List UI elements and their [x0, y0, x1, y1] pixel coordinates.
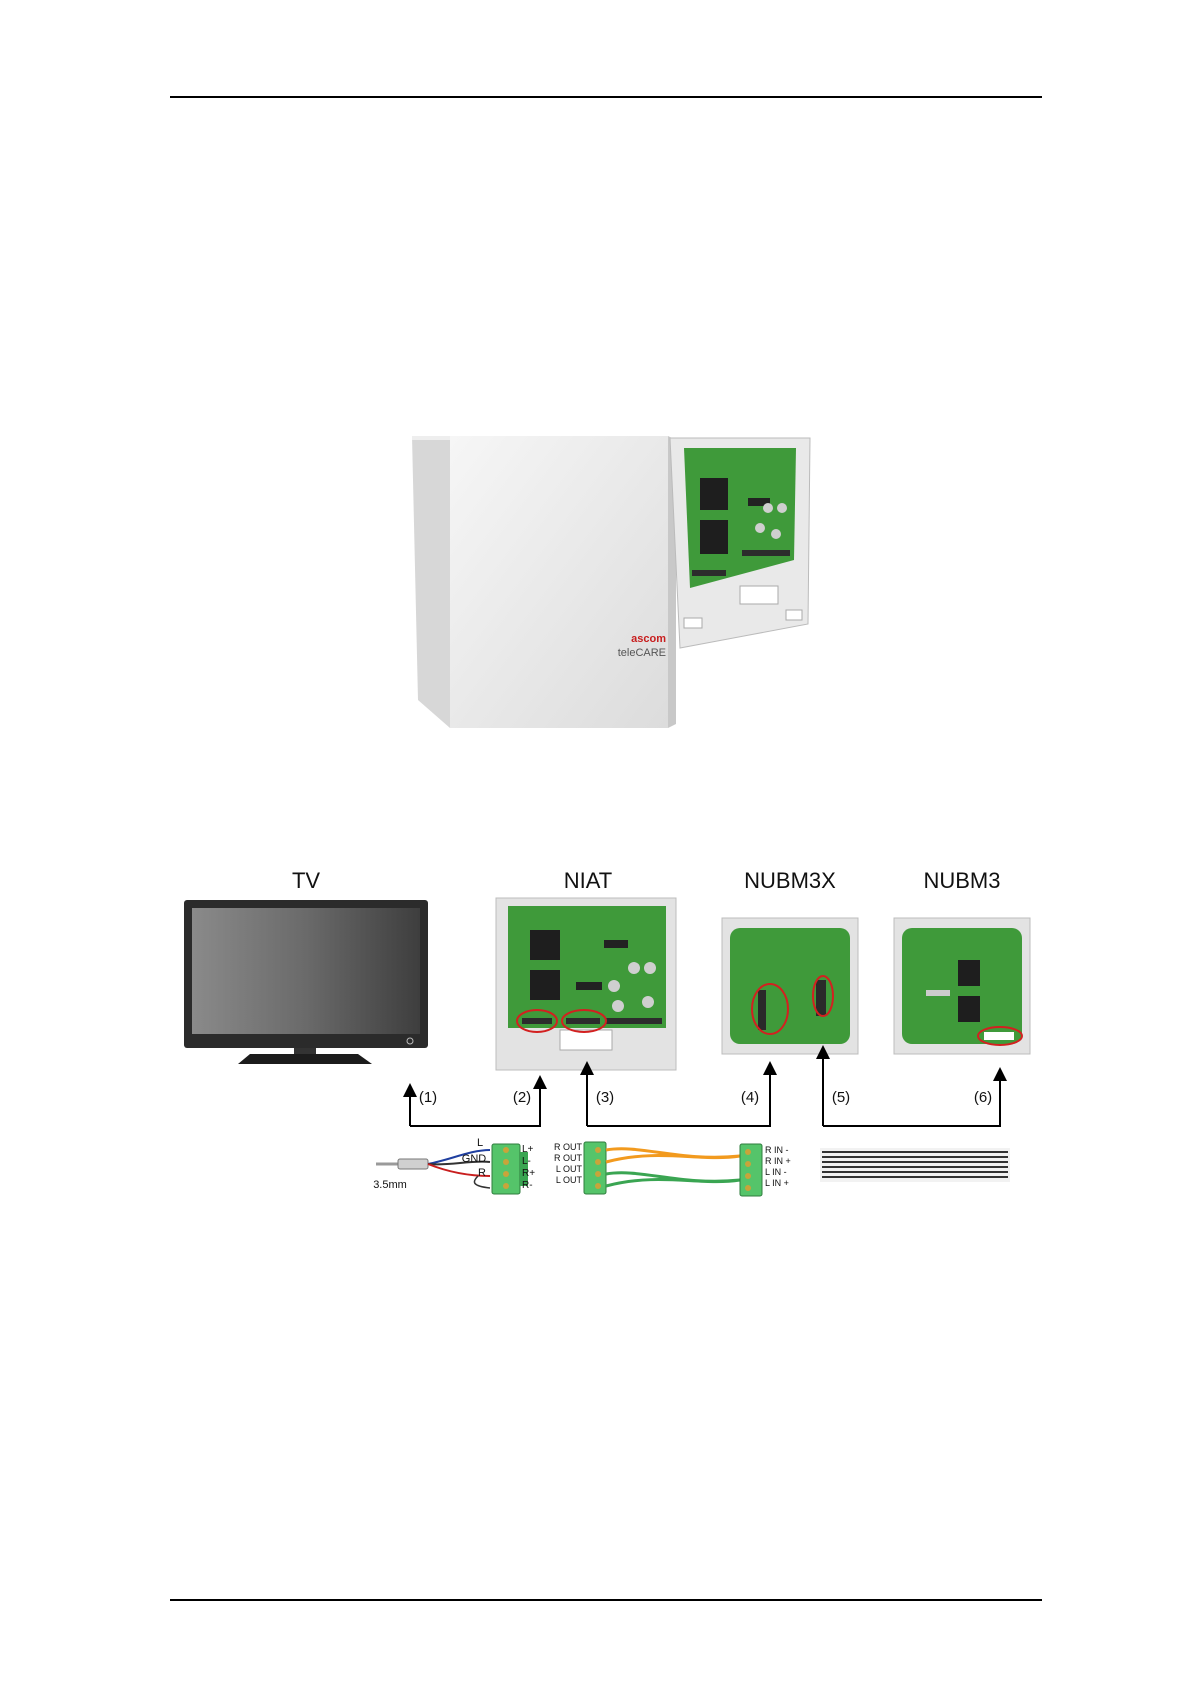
ribbon-cable [820, 1148, 1010, 1182]
connection-number-3: (3) [596, 1089, 614, 1106]
jack-terminal-label: L+ [522, 1144, 534, 1155]
connection-number-6: (6) [974, 1089, 992, 1106]
connection-number-2: (2) [513, 1089, 531, 1106]
nubm3x-title: NUBM3X [744, 868, 836, 893]
tv-title: TV [292, 868, 320, 893]
niat-board [496, 898, 676, 1070]
audio-cable [584, 1142, 762, 1196]
jack-terminal-label: R+ [522, 1168, 535, 1179]
brand-name: teleCARE [618, 647, 666, 659]
closed-enclosure: ascom teleCARE [412, 436, 676, 728]
open-enclosure [670, 438, 810, 648]
audio-out-terminal-label: L OUT [556, 1175, 583, 1185]
jack-wire-l-label: L [477, 1137, 483, 1149]
connection-number-5: (5) [832, 1089, 850, 1106]
jack-wire-gnd-label: GND [462, 1153, 487, 1165]
nubm3-title: NUBM3 [923, 868, 1000, 893]
audio-in-terminal-label: R IN - [765, 1145, 789, 1155]
niat-title: NIAT [564, 868, 612, 893]
jack-terminal-label: R- [522, 1180, 533, 1191]
audio-in-terminal-label: L IN + [765, 1178, 789, 1188]
footer-rule [170, 1599, 1042, 1601]
nubm3x-board [722, 918, 858, 1054]
audio-out-terminal-label: L OUT [556, 1164, 583, 1174]
jack-size-label: 3.5mm [373, 1179, 407, 1191]
jack-terminal-label: L- [522, 1156, 531, 1167]
connection-number-4: (4) [741, 1089, 759, 1106]
audio-in-terminal-label: L IN - [765, 1167, 787, 1177]
audio-out-terminal-label: R OUT [554, 1153, 583, 1163]
audio-in-terminal-label: R IN + [765, 1156, 791, 1166]
connection-number-1: (1) [419, 1089, 437, 1106]
brand-logo: ascom [631, 633, 666, 645]
tv-illustration [184, 900, 428, 1064]
product-photo: ascom teleCARE [410, 432, 810, 732]
nubm3-board [894, 918, 1030, 1054]
jack-wire-r-label: R [478, 1167, 486, 1179]
audio-out-terminal-label: R OUT [554, 1142, 583, 1152]
